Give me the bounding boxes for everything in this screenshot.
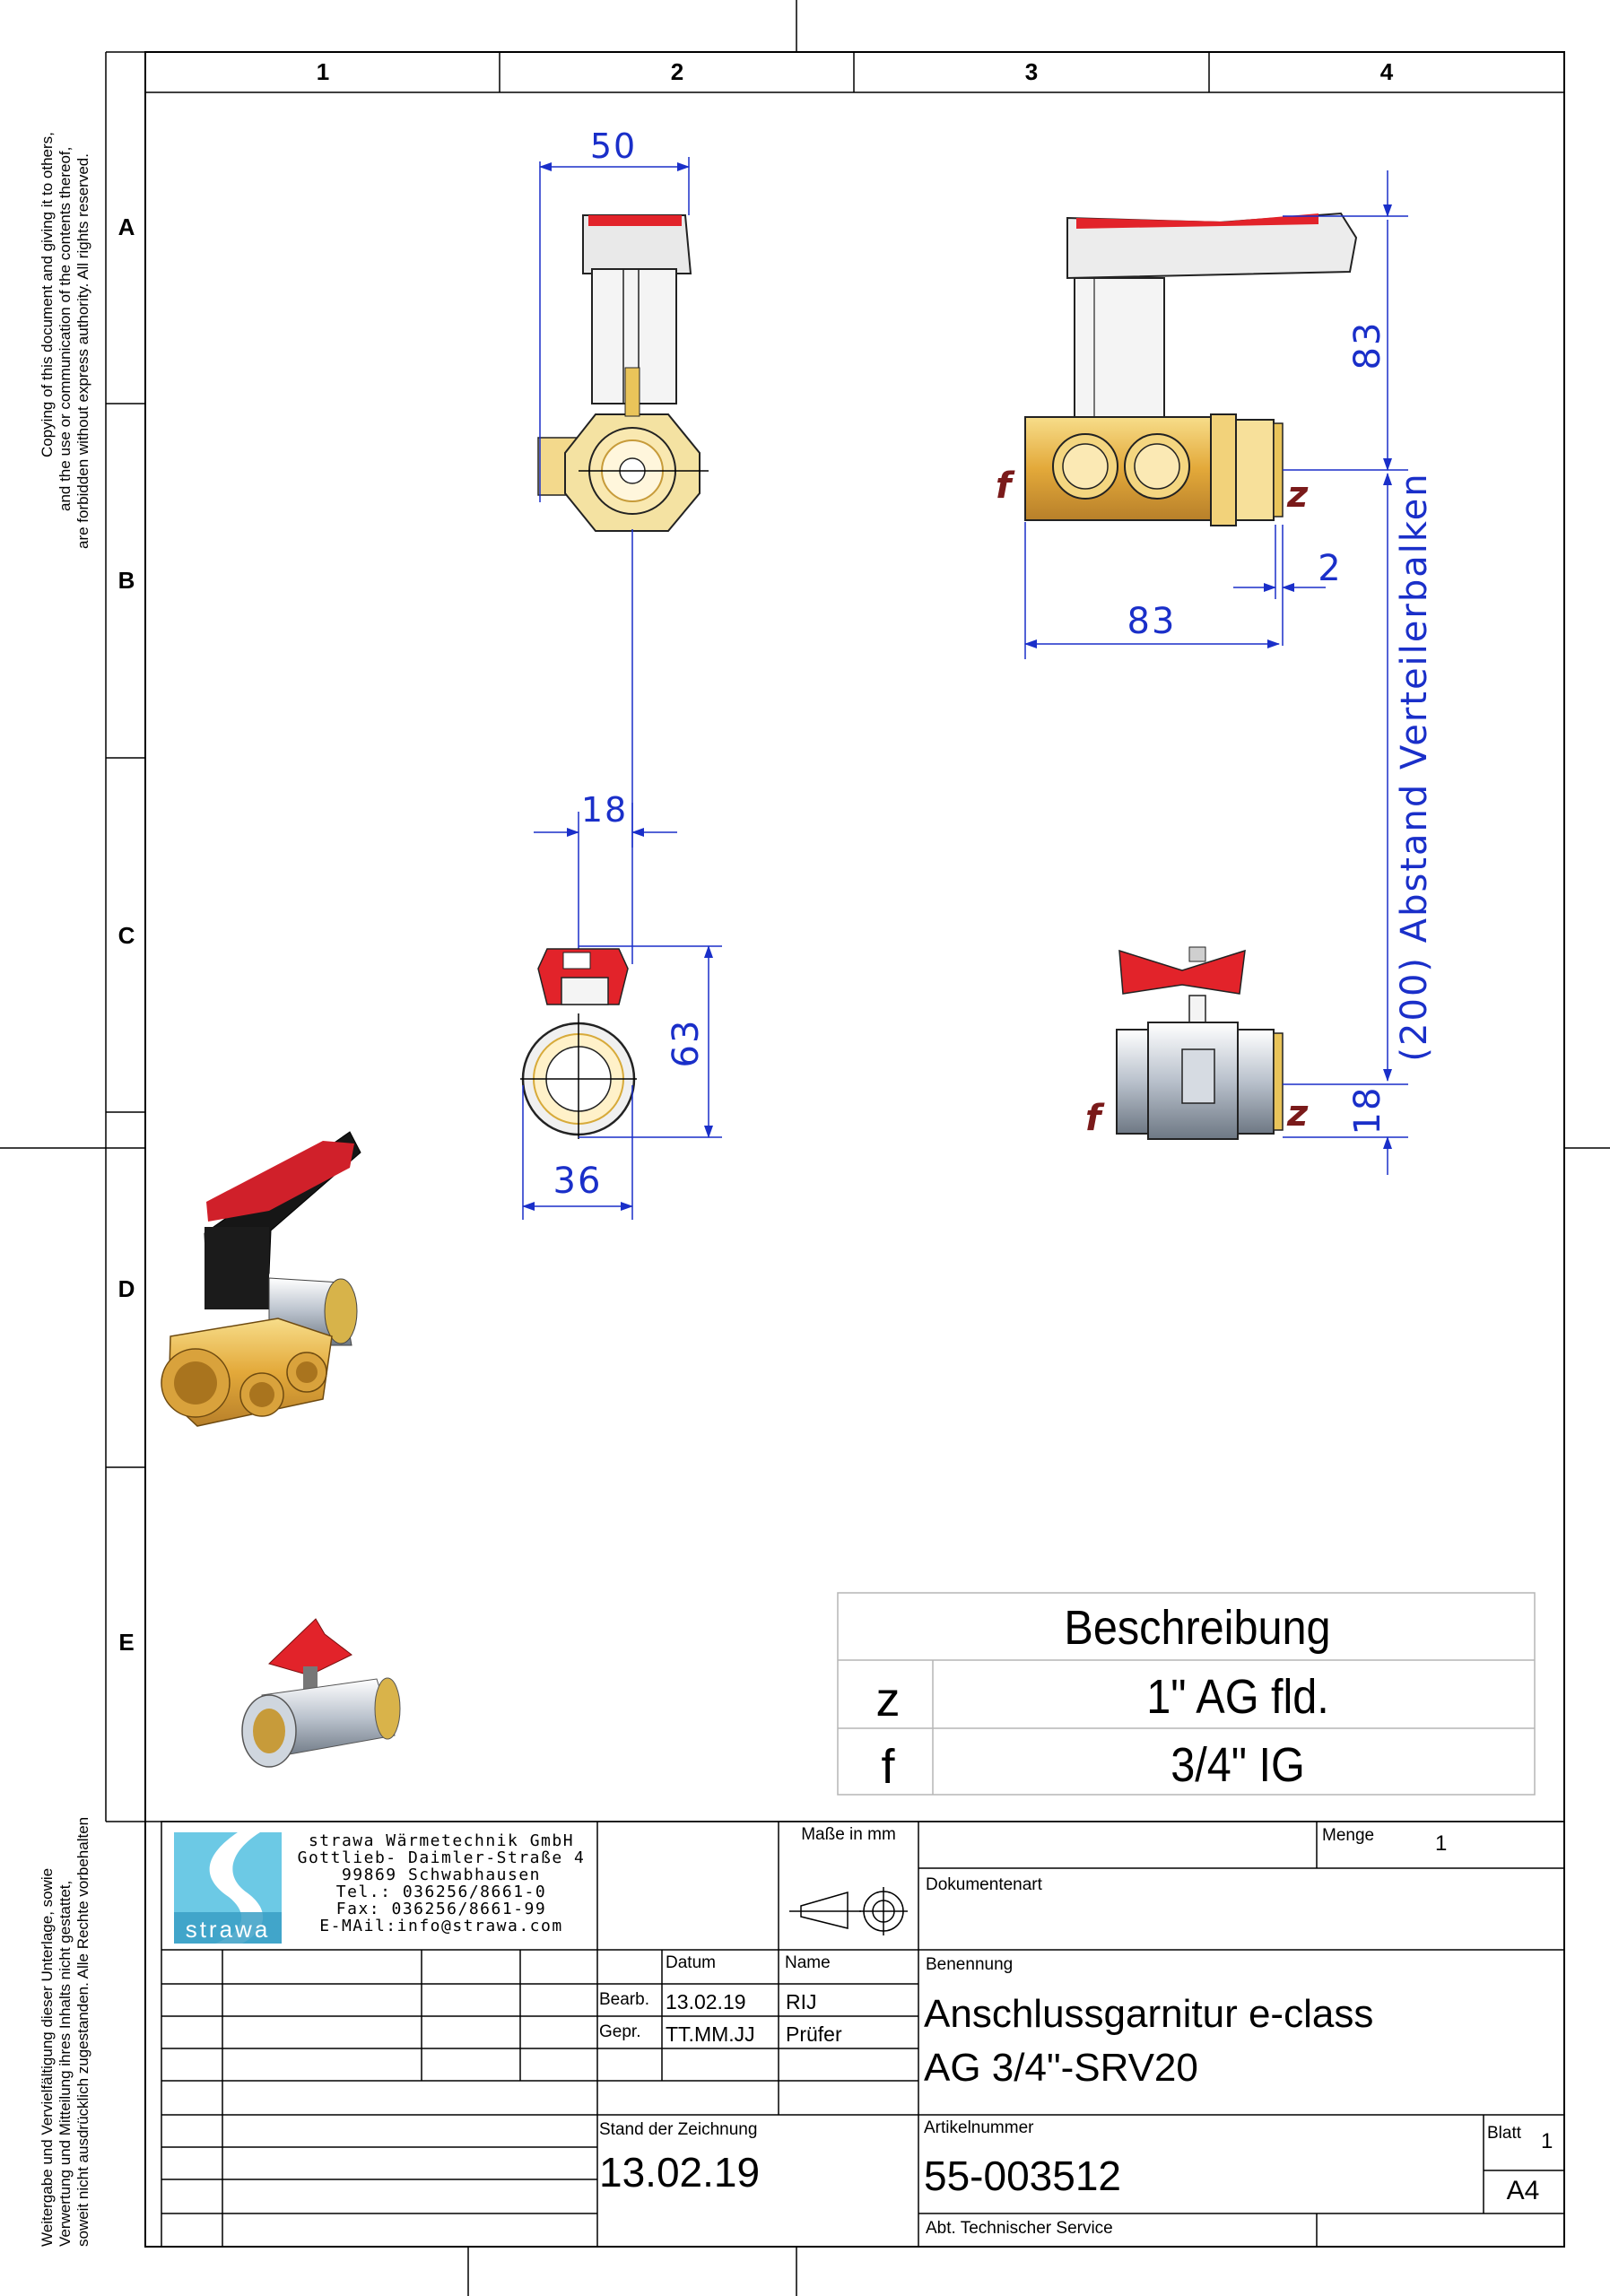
benennung-label: Benennung xyxy=(926,1955,1013,1974)
artikel-label: Artikelnummer xyxy=(924,2118,1034,2137)
gepr-name: Prüfer xyxy=(786,2022,842,2046)
dim-label-50: 50 xyxy=(590,126,637,166)
grid-column-2: 2 xyxy=(671,58,683,85)
dim-label-2: 2 xyxy=(1318,548,1342,589)
copyright-de-1: Weitergabe und Vervielfältigung dieser U… xyxy=(39,1868,56,2247)
column-header xyxy=(499,52,1210,92)
grid-row-c: C xyxy=(118,922,135,949)
company-street: Gottlieb- Daimler-Straße 4 xyxy=(298,1848,586,1867)
company-city: 99869 Schwabhausen xyxy=(342,1866,541,1884)
copyright-en-3: are forbidden without express authority.… xyxy=(74,153,91,549)
dim-label-18-side: 18 xyxy=(1347,1086,1388,1135)
row-header xyxy=(106,403,145,1468)
company-logo xyxy=(174,1832,282,1944)
bearb-label: Bearb. xyxy=(599,1990,649,2009)
side-view-valve xyxy=(1024,212,1358,526)
menge-label: Menge xyxy=(1322,1826,1374,1845)
copyright-de-3: soweit nicht ausdrücklich zugestanden. A… xyxy=(74,1817,91,2247)
artikel-value: 55-003512 xyxy=(924,2152,1121,2199)
dim-ball-height xyxy=(579,945,722,1138)
dim-label-83-vertical: 83 xyxy=(1347,321,1388,370)
description-text-f: 3/4" IG xyxy=(1171,1737,1305,1792)
bearb-name: RIJ xyxy=(786,1990,817,2013)
dim-label-distance: (200) Abstand Verteilerbalken xyxy=(1394,472,1435,1061)
format-value: A4 xyxy=(1507,2176,1540,2205)
iso-distributor-render xyxy=(161,1131,361,1427)
copyright-en-1: Copying of this document and giving it t… xyxy=(39,132,56,457)
dim-label-63: 63 xyxy=(666,1019,707,1068)
ball-valve-side xyxy=(1116,946,1284,1140)
blatt-label: Blatt xyxy=(1487,2124,1522,2143)
grid-column-1: 1 xyxy=(317,58,329,85)
iso-ball-valve-render xyxy=(241,1618,401,1768)
department-label: Abt. Technischer Service xyxy=(926,2219,1113,2238)
grid-row-d: D xyxy=(118,1275,135,1302)
grid-column-4: 4 xyxy=(1380,58,1394,85)
grid-row-b: B xyxy=(118,567,135,594)
dim-label-36: 36 xyxy=(553,1161,603,1202)
copyright-de-2: Verwertung und Mitteilung ihres Inhalts … xyxy=(57,1881,74,2247)
blatt-value: 1 xyxy=(1541,2129,1553,2153)
grid-row-a: A xyxy=(118,213,135,240)
dim-pipe-spacing xyxy=(534,803,677,969)
grid-row-e: E xyxy=(118,1629,134,1656)
dim-ball-offset xyxy=(1283,1083,1408,1175)
company-name: strawa Wärmetechnik GmbH xyxy=(309,1831,574,1850)
company-logo-text: strawa xyxy=(186,1916,271,1943)
description-code-z: z xyxy=(876,1673,901,1726)
dim-offset xyxy=(1233,525,1326,646)
company-phone: Tel.: 036256/8661-0 xyxy=(336,1883,546,1901)
bearb-date: 13.02.19 xyxy=(666,1990,746,2013)
description-code-f: f xyxy=(881,1740,895,1794)
dim-top-width xyxy=(539,157,690,502)
stand-value: 13.02.19 xyxy=(599,2149,760,2196)
top-view-valve xyxy=(537,214,709,532)
stand-label: Stand der Zeichnung xyxy=(599,2120,757,2139)
dokumentenart-label: Dokumentenart xyxy=(926,1875,1043,1894)
units-label: Maße in mm xyxy=(801,1825,896,1844)
connection-label-f-side: f xyxy=(996,465,1015,507)
grid-column-3: 3 xyxy=(1025,58,1038,85)
menge-value: 1 xyxy=(1435,1831,1447,1856)
ball-valve-front xyxy=(520,948,637,1139)
gepr-label: Gepr. xyxy=(599,2022,640,2041)
gepr-date: TT.MM.JJ xyxy=(666,2022,755,2046)
drawing-title-line2: AG 3/4"-SRV20 xyxy=(924,2046,1198,2090)
company-email: E-MAil:info@strawa.com xyxy=(319,1917,562,1935)
description-header: Beschreibung xyxy=(1064,1600,1330,1655)
description-text-z: 1" AG fld. xyxy=(1146,1669,1329,1724)
dim-side-width xyxy=(1024,522,1280,659)
drawing-title-line1: Anschlussgarnitur e-class xyxy=(924,1992,1373,2036)
company-fax: Fax: 036256/8661-99 xyxy=(336,1900,546,1918)
name-label: Name xyxy=(785,1953,831,1972)
datum-label: Datum xyxy=(666,1953,716,1972)
dim-label-18-top: 18 xyxy=(581,790,628,830)
projection-symbol-icon xyxy=(789,1887,908,1935)
description-table xyxy=(837,1592,1536,1796)
title-block xyxy=(161,1821,1565,2248)
dim-side-height xyxy=(1283,170,1408,471)
dim-ball-width xyxy=(522,1085,633,1220)
copyright-en-2: and the use or communication of the cont… xyxy=(57,147,74,511)
connection-label-z-side: z xyxy=(1286,474,1309,516)
connection-label-z-ball: z xyxy=(1286,1093,1309,1135)
connection-label-f-ball: f xyxy=(1085,1098,1105,1139)
dim-label-83-horizontal: 83 xyxy=(1127,601,1177,642)
